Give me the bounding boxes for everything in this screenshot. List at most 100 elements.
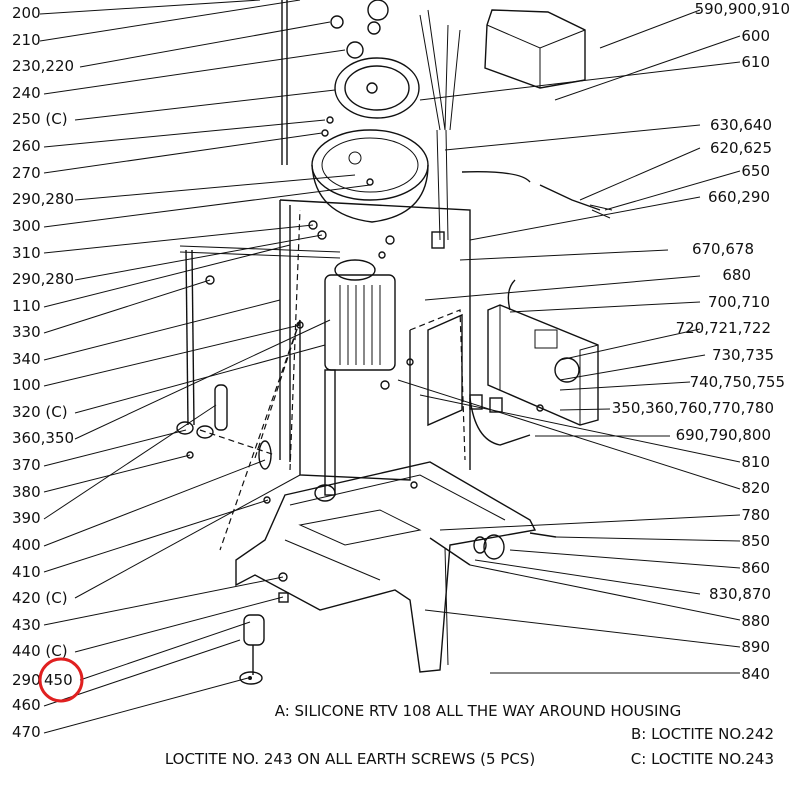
leader-line — [39, 0, 261, 15]
part-label: 860 — [741, 559, 770, 577]
part-label: 630,640 — [710, 116, 772, 134]
part-label: 700,710 — [708, 293, 770, 311]
leader-line — [43, 279, 211, 334]
part-label: 350,360,760,770,780 — [612, 399, 774, 417]
leader-line — [559, 381, 691, 391]
leader-line — [439, 514, 741, 531]
leader-line — [43, 677, 249, 734]
leader-line — [424, 275, 701, 301]
leader-line — [74, 344, 326, 414]
leader-line — [43, 119, 326, 148]
part-label: 720,721,722 — [676, 319, 771, 337]
part-label: 290,280 — [12, 190, 74, 208]
leader-line — [43, 49, 346, 95]
leader-line — [559, 354, 706, 381]
part-label: 820 — [741, 479, 770, 497]
part-label: 620,625 — [710, 139, 772, 157]
leader-line — [43, 132, 323, 174]
leader-line — [43, 324, 301, 387]
left-label-column: 200 210 230,220 240 250 (C) 260 270 290,… — [12, 4, 74, 741]
leader-line — [554, 35, 741, 101]
leader-line — [559, 328, 701, 361]
leader-line — [419, 61, 741, 101]
leader-line — [43, 224, 314, 254]
part-label-highlighted: 450 — [44, 671, 73, 689]
part-label: 340 — [12, 350, 41, 368]
part-label: 110 — [12, 297, 41, 315]
part-label: 410 — [12, 563, 41, 581]
part-label: 670,678 — [692, 240, 754, 258]
notes: A: SILICONE RTV 108 ALL THE WAY AROUND H… — [165, 702, 774, 768]
leader-line — [39, 0, 301, 42]
part-label: 840 — [741, 665, 770, 683]
part-label: 330 — [12, 323, 41, 341]
leader-line — [43, 576, 284, 626]
part-label: 610 — [741, 53, 770, 71]
leader-line — [444, 124, 701, 151]
part-label: 600 — [741, 27, 770, 45]
note-a: A: SILICONE RTV 108 ALL THE WAY AROUND H… — [275, 702, 682, 720]
part-label: 200 — [12, 4, 41, 22]
leader-line — [74, 474, 301, 599]
right-label-column: 590,900,910 600 610 630,640 620,625 650 … — [612, 0, 790, 683]
part-label: 470 — [12, 723, 41, 741]
leader-line — [604, 170, 741, 211]
leader-line — [43, 499, 269, 573]
leader-line — [79, 621, 251, 681]
left-leader-lines — [39, 0, 371, 734]
leader-line — [424, 609, 741, 648]
part-label: 380 — [12, 483, 41, 501]
part-label: 430 — [12, 616, 41, 634]
leader-line — [79, 21, 331, 68]
note-earth-screws: LOCTITE NO. 243 ON ALL EARTH SCREWS (5 P… — [165, 750, 535, 768]
part-label: 780 — [741, 506, 770, 524]
part-label: 240 — [12, 84, 41, 102]
part-label: 370 — [12, 456, 41, 474]
part-label: 850 — [741, 532, 770, 550]
machine-drawing — [176, 0, 613, 685]
leader-line — [559, 408, 611, 411]
part-label: 360,350 — [12, 429, 74, 447]
leader-line — [43, 244, 291, 308]
leader-line — [74, 319, 331, 440]
leader-line — [469, 196, 701, 241]
part-label: 100 — [12, 376, 41, 394]
part-label: 390 — [12, 509, 41, 527]
part-label: 300 — [12, 217, 41, 235]
note-c: C: LOCTITE NO.243 — [631, 750, 774, 768]
part-label: 680 — [722, 266, 751, 284]
part-label: 400 — [12, 536, 41, 554]
leader-line — [579, 147, 701, 201]
part-label: 230,220 — [12, 57, 74, 75]
leader-line — [459, 249, 669, 261]
leader-line — [419, 394, 741, 463]
leader-line — [74, 174, 356, 201]
part-label: 250 (C) — [12, 110, 68, 128]
part-label: 590,900,910 — [695, 0, 790, 18]
leader-line — [43, 454, 191, 493]
leader-line — [469, 564, 741, 621]
part-label: 260 — [12, 137, 41, 155]
part-label: 310 — [12, 244, 41, 262]
part-label: 730,735 — [712, 346, 774, 364]
leader-line — [474, 559, 701, 595]
part-label: 830,870 — [709, 585, 771, 603]
part-label: 810 — [741, 453, 770, 471]
part-label: 210 — [12, 31, 41, 49]
part-label: 890 — [741, 638, 770, 656]
leader-line — [74, 596, 284, 653]
part-label: 460 — [12, 696, 41, 714]
part-label: 290,280 — [12, 270, 74, 288]
leader-line — [43, 429, 187, 467]
part-label: 740,750,755 — [690, 373, 785, 391]
part-label: 880 — [741, 612, 770, 630]
part-label: 440 (C) — [12, 642, 68, 660]
part-label: 660,290 — [708, 188, 770, 206]
note-b: B: LOCTITE NO.242 — [631, 725, 774, 743]
part-label: 270 — [12, 164, 41, 182]
right-leader-lines — [397, 9, 741, 674]
leader-line — [509, 301, 701, 313]
part-label: 650 — [741, 162, 770, 180]
